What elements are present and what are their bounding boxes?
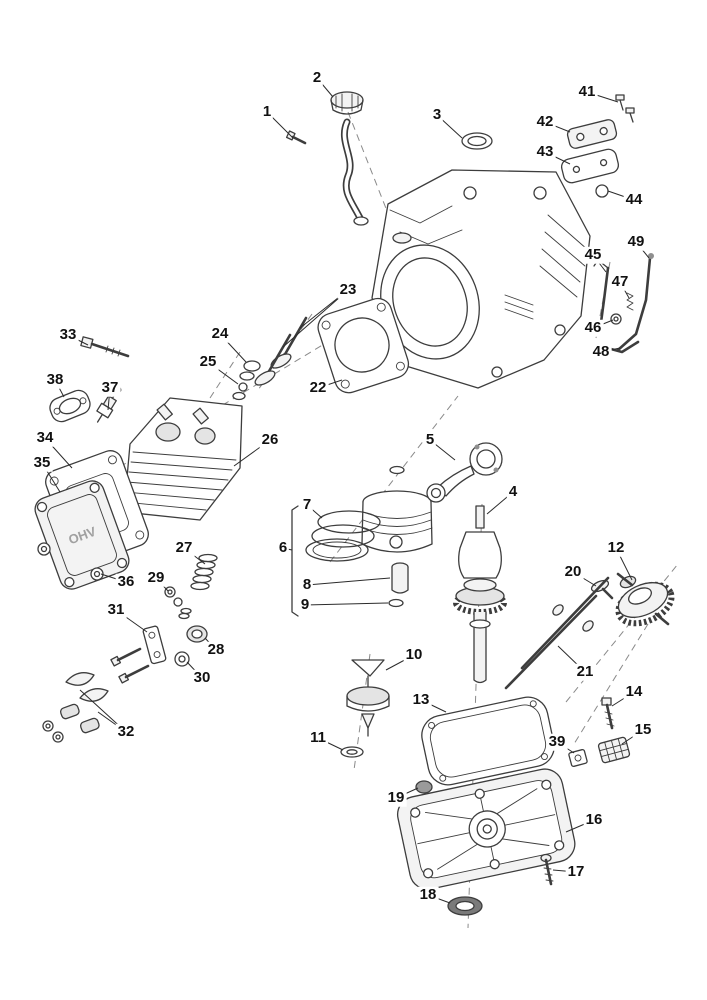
leader-line-8: [306, 577, 391, 586]
leader-line-10: [385, 654, 415, 671]
oil-pan: [396, 768, 576, 890]
pin-circlip: [388, 598, 404, 608]
leader-line-19: [395, 787, 419, 799]
leader-line-46: [592, 319, 614, 329]
governor-gear: [346, 659, 390, 737]
leader-line-20: [572, 571, 597, 587]
leader-line-7: [306, 504, 323, 519]
cylinder-block: [371, 169, 591, 389]
leader-line-5: [429, 439, 456, 461]
crank-seal: [447, 896, 483, 916]
cylinder-head: [123, 397, 243, 521]
leader-line-27: [183, 547, 206, 565]
leader-line-33: [67, 334, 89, 346]
leader-line-47: [619, 281, 630, 299]
screws-41: [615, 94, 635, 123]
drain-plug: [415, 780, 433, 794]
spring-retainers: [164, 586, 192, 620]
hardware-kit: [42, 647, 150, 743]
sump-gasket: [421, 696, 555, 786]
exhaust-gasket: [49, 389, 91, 423]
leader-line-43: [544, 151, 571, 165]
piston-pin: [391, 562, 409, 594]
connecting-rod: [426, 442, 503, 503]
oil-filler-tube: [330, 91, 369, 226]
cover-bolts: [37, 542, 104, 581]
push-rods: [504, 576, 610, 690]
crankshaft: [453, 505, 507, 684]
leader-line-48: [600, 347, 621, 353]
leader-line-13: [420, 699, 447, 713]
leader-line-9: [304, 602, 389, 606]
leader-line-14: [611, 691, 635, 707]
leader-line-38: [54, 379, 65, 398]
leader-line-35: [41, 462, 61, 493]
head-gasket: [317, 297, 410, 394]
plate-31: [142, 625, 167, 665]
leader-line-45: [592, 254, 607, 273]
thrust-washer: [340, 746, 364, 758]
camshaft-gear: [615, 572, 675, 627]
leader-line-24: [219, 333, 247, 363]
leader-line-23: [282, 289, 349, 348]
leader-line-11: [317, 737, 344, 751]
leader-line-12: [615, 547, 633, 581]
leader-line-36: [100, 573, 127, 583]
leader-line-2: [316, 77, 334, 98]
leader-line-15: [621, 729, 644, 745]
leader-line-25: [207, 361, 239, 385]
head-bolt: [80, 336, 130, 358]
screen-bolt: [601, 697, 615, 730]
piston: [361, 465, 433, 553]
leader-line-6: [282, 547, 293, 551]
leader-line-32: [79, 689, 127, 733]
leader-line-32: [97, 711, 127, 733]
screen-bracket: [568, 748, 588, 768]
breather-plates: [560, 94, 635, 198]
leader-line-39: [556, 741, 575, 754]
leader-line-4: [486, 491, 514, 515]
leader-line-34: [44, 437, 73, 469]
oil-screen: [597, 736, 631, 764]
valves: [254, 316, 308, 386]
piston-rings: [305, 510, 381, 562]
leader-line-49: [635, 241, 650, 259]
leader-line-22: [317, 379, 343, 389]
leader-line-1: [266, 111, 294, 139]
leader-line-3: [436, 114, 463, 139]
leader-line-42: [544, 121, 571, 133]
oil-seal-28: [186, 625, 208, 643]
leader-line-18: [427, 894, 451, 904]
valve-retainers: [232, 360, 261, 401]
leader-line-29: [155, 577, 169, 592]
leader-line-37: [107, 387, 111, 411]
pan-bolt: [540, 853, 554, 886]
valve-spring: [190, 553, 218, 591]
piston-group-bracket: [291, 505, 299, 617]
leader-line-41: [586, 91, 619, 103]
leader-line-16: [565, 819, 595, 833]
leader-line-17: [552, 869, 577, 873]
leader-line-44: [607, 190, 635, 201]
leader-line-30: [186, 661, 203, 679]
tube-grommet: [461, 132, 493, 150]
washer-30: [174, 651, 190, 667]
leader-line-26: [233, 439, 271, 467]
leader-line-21: [557, 645, 586, 673]
leader-line-28: [204, 637, 217, 651]
leader-line-31: [115, 609, 148, 633]
